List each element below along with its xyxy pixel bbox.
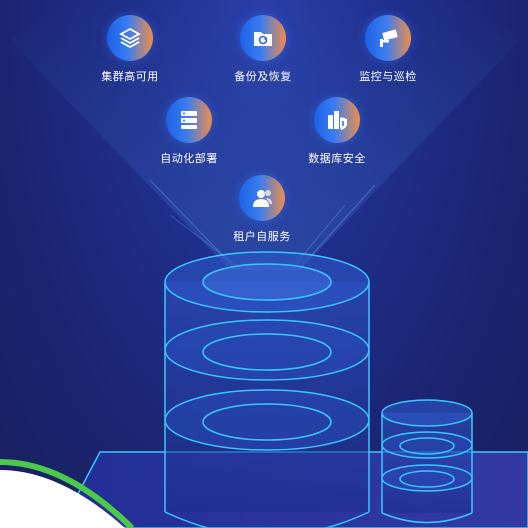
feature-db-security: 数据库安全 [277,97,397,166]
feature-label: 数据库安全 [308,152,366,165]
feature-monitoring: 监控与巡检 [328,15,448,84]
light-beam [10,0,520,270]
feature-label: 备份及恢复 [234,70,292,83]
feature-label: 自动化部署 [160,152,218,165]
feature-tenant-self-service: 租户自服务 [202,175,322,244]
layers-icon [107,15,153,61]
feature-label: 租户自服务 [233,230,291,243]
user-group-icon [239,175,285,221]
camera-icon [365,15,411,61]
feature-label: 监控与巡检 [359,70,417,83]
shield-building-icon [314,97,360,143]
feature-backup-restore: 备份及恢复 [203,15,323,84]
server-rack-icon [166,97,212,143]
feature-auto-deploy: 自动化部署 [129,97,249,166]
folder-restore-icon [240,15,286,61]
feature-label: 集群高可用 [101,70,159,83]
small-database-cylinder [381,399,473,524]
green-accent [0,470,125,528]
feature-cluster-ha: 集群高可用 [70,15,190,84]
large-database-cylinder [164,251,370,528]
